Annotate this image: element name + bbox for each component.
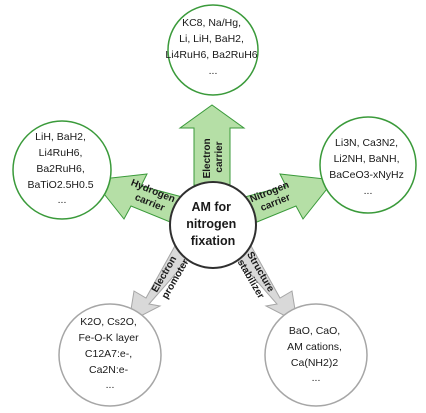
satellite-top-text: KC8, Na/Hg, Li, LiH, BaH2, Li4RuH6, Ba2R… xyxy=(165,17,260,77)
hydrogen-carrier-arrow xyxy=(92,173,187,225)
electron-carrier-label: Electron carrier xyxy=(202,136,225,179)
satellite-right-text: Li3N, Ca3N2, Li2NH, BaNH, BaCeO3-xNyHz .… xyxy=(329,137,407,197)
center-label: AM for nitrogen fixation xyxy=(186,200,239,248)
satellite-bottom-left-text: K2O, Cs2O, Fe-O-K layer C12A7:e-, Ca2N:e… xyxy=(78,316,141,391)
center-node xyxy=(169,181,257,269)
satellite-bottom-right xyxy=(264,303,368,407)
satellite-top xyxy=(167,4,259,96)
satellite-bottom-right-text: BaO, CaO, AM cations, Ca(NH2)2 ... xyxy=(287,325,345,384)
nitrogen-carrier-arrow xyxy=(240,173,335,225)
electron-carrier-arrow xyxy=(178,104,246,186)
satellite-left xyxy=(12,120,112,220)
satellite-right xyxy=(319,116,417,214)
satellite-bottom-left xyxy=(58,303,162,407)
satellite-left-text: LiH, BaH2, Li4RuH6, Ba2RuH6, BaTiO2.5H0.… xyxy=(27,131,96,206)
